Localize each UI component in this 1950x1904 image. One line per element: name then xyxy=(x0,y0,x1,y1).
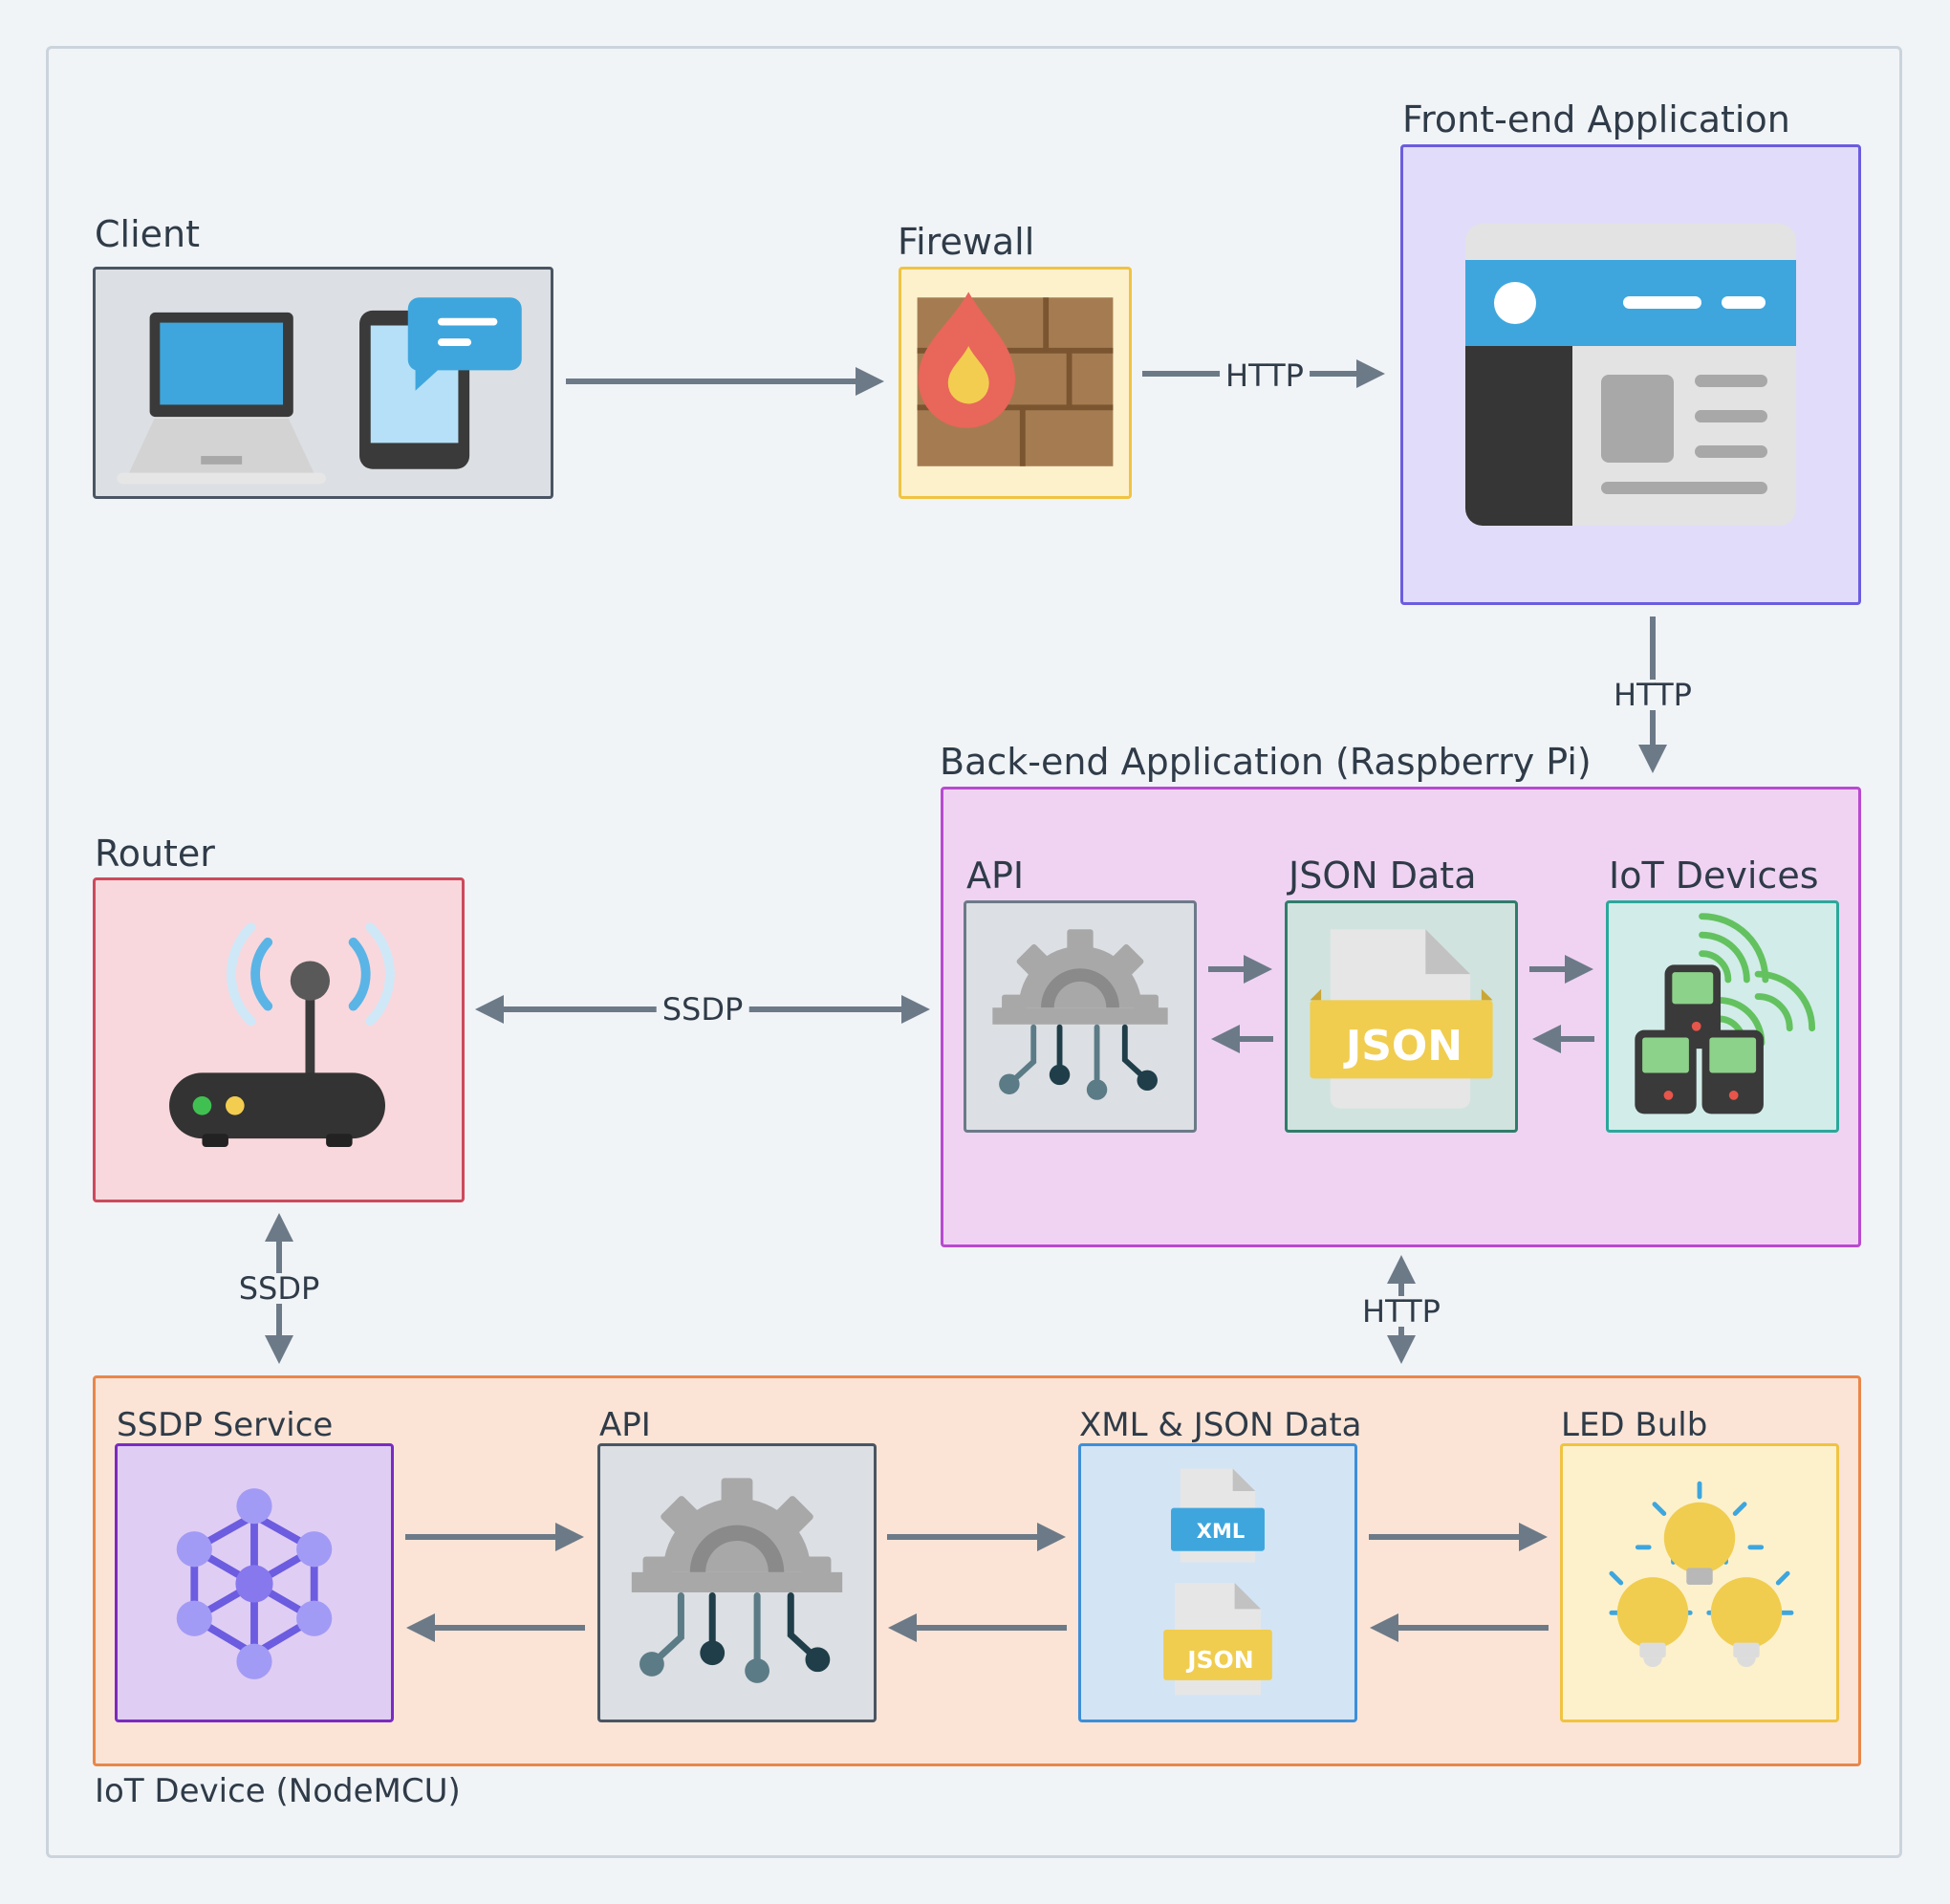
edge-label-router-iot: SSDP xyxy=(232,1273,326,1304)
edge-label-frontend-backend: HTTP xyxy=(1608,680,1698,710)
backend-api-node xyxy=(964,900,1197,1133)
iot-data-node: XML JSON xyxy=(1078,1443,1357,1722)
router-label: Router xyxy=(95,833,215,875)
led-bulb-label: LED Bulb xyxy=(1561,1406,1708,1444)
ssdp-service-node xyxy=(115,1443,394,1722)
firewall-icon xyxy=(917,292,1114,466)
diagram-frame xyxy=(46,46,1902,1858)
backend-json-node: JSON xyxy=(1285,900,1518,1133)
led-bulb-node xyxy=(1560,1443,1839,1722)
wifi-router-icon xyxy=(169,922,395,1147)
iot-api-node xyxy=(597,1443,877,1722)
backend-label: Back-end Application (Raspberry Pi) xyxy=(940,741,1592,783)
network-hub-icon xyxy=(176,1488,333,1679)
light-bulbs-icon xyxy=(1609,1481,1794,1668)
json-badge-text: JSON xyxy=(1345,1022,1463,1071)
frontend-label: Front-end Application xyxy=(1402,98,1790,141)
gear-circuit-icon xyxy=(992,929,1168,1100)
ssdp-service-label: SSDP Service xyxy=(117,1406,334,1444)
xml-json-files-icon xyxy=(1163,1468,1272,1696)
backend-iot-label: IoT Devices xyxy=(1609,855,1819,897)
iot-devices-icon xyxy=(1635,913,1816,1114)
firewall-label: Firewall xyxy=(898,221,1035,263)
firewall-node xyxy=(899,267,1132,499)
json-file-icon xyxy=(1310,929,1493,1109)
edge-label-router-backend: SSDP xyxy=(656,994,749,1025)
router-node xyxy=(93,877,465,1202)
iot-device-label: IoT Device (NodeMCU) xyxy=(95,1772,461,1810)
web-page-icon xyxy=(1465,224,1796,526)
edge-label-firewall-frontend: HTTP xyxy=(1220,360,1310,391)
xml-badge-text: XML xyxy=(1196,1520,1246,1543)
laptop-and-phone-icon xyxy=(117,297,522,485)
backend-json-label: JSON Data xyxy=(1289,855,1477,897)
client-node xyxy=(93,267,553,499)
gear-circuit-icon xyxy=(631,1478,843,1683)
client-label: Client xyxy=(95,213,201,255)
iot-api-label: API xyxy=(599,1406,651,1444)
json-small-badge-text: JSON xyxy=(1187,1646,1254,1674)
backend-api-label: API xyxy=(966,855,1025,897)
backend-iot-node xyxy=(1606,900,1839,1133)
edge-label-backend-iot: HTTP xyxy=(1356,1296,1446,1327)
iot-data-label: XML & JSON Data xyxy=(1079,1406,1362,1444)
